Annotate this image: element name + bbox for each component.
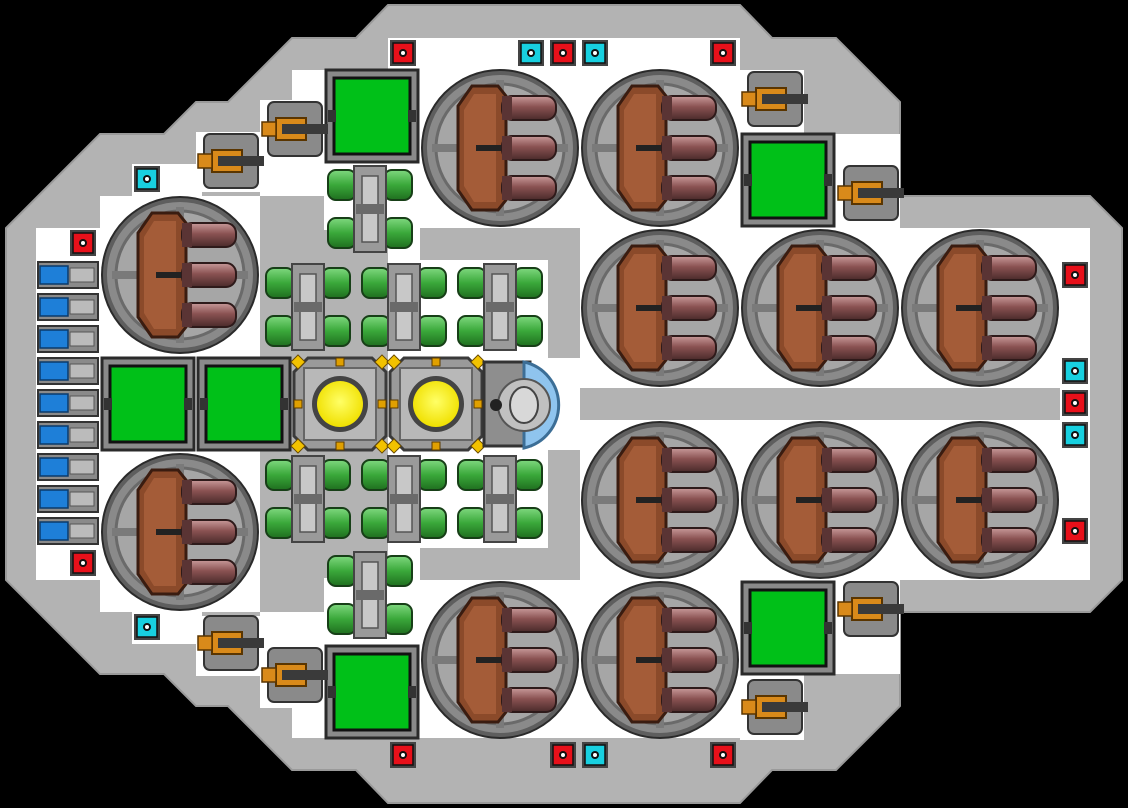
cannon — [741, 679, 808, 735]
cyan-port — [1062, 358, 1088, 384]
reactor-core — [386, 354, 486, 454]
red-port — [1062, 518, 1088, 544]
dish-turret — [741, 421, 899, 579]
dish-turret — [901, 229, 1059, 387]
thruster — [37, 517, 99, 545]
armor-panel — [740, 580, 836, 676]
dish-turret — [741, 229, 899, 387]
cyan-port — [582, 742, 608, 768]
cannon — [261, 647, 328, 703]
armor-panel — [740, 132, 836, 228]
armor-panel — [100, 356, 196, 452]
thruster — [37, 293, 99, 321]
armor-panel — [324, 644, 420, 740]
armor-panel — [324, 68, 420, 164]
red-port — [550, 742, 576, 768]
cannon — [261, 101, 328, 157]
red-port — [70, 230, 96, 256]
thruster — [37, 453, 99, 481]
red-port — [70, 550, 96, 576]
red-port — [550, 40, 576, 66]
fuel-tank — [457, 455, 543, 543]
thruster — [37, 389, 99, 417]
reactor-core — [290, 354, 390, 454]
thruster — [37, 421, 99, 449]
red-port — [710, 40, 736, 66]
fuel-tank — [265, 263, 351, 351]
dish-turret — [101, 453, 259, 611]
thruster — [37, 485, 99, 513]
fuel-tank — [457, 263, 543, 351]
fuel-tank — [361, 263, 447, 351]
cyan-port — [518, 40, 544, 66]
red-port — [390, 40, 416, 66]
cyan-port — [1062, 422, 1088, 448]
red-port — [710, 742, 736, 768]
cannon — [197, 615, 264, 671]
dish-turret — [421, 69, 579, 227]
dish-turret — [581, 69, 739, 227]
red-port — [390, 742, 416, 768]
cyan-port — [582, 40, 608, 66]
cannon — [837, 581, 904, 637]
red-port — [1062, 390, 1088, 416]
cyan-port — [134, 166, 160, 192]
dish-turret — [581, 421, 739, 579]
cannon — [837, 165, 904, 221]
thruster — [37, 357, 99, 385]
dish-turret — [421, 581, 579, 739]
cannon — [197, 133, 264, 189]
cannon — [741, 71, 808, 127]
thruster — [37, 261, 99, 289]
interior-corridors — [260, 196, 1060, 612]
cockpit — [482, 360, 561, 450]
dish-turret — [581, 229, 739, 387]
red-port — [1062, 262, 1088, 288]
dish-turret — [101, 196, 259, 354]
armor-panel — [196, 356, 292, 452]
fuel-tank — [361, 455, 447, 543]
thruster — [37, 325, 99, 353]
dish-turret — [581, 581, 739, 739]
cyan-port — [134, 614, 160, 640]
fuel-tank — [265, 455, 351, 543]
dish-turret — [901, 421, 1059, 579]
fuel-tank — [327, 165, 413, 253]
fuel-tank — [327, 551, 413, 639]
